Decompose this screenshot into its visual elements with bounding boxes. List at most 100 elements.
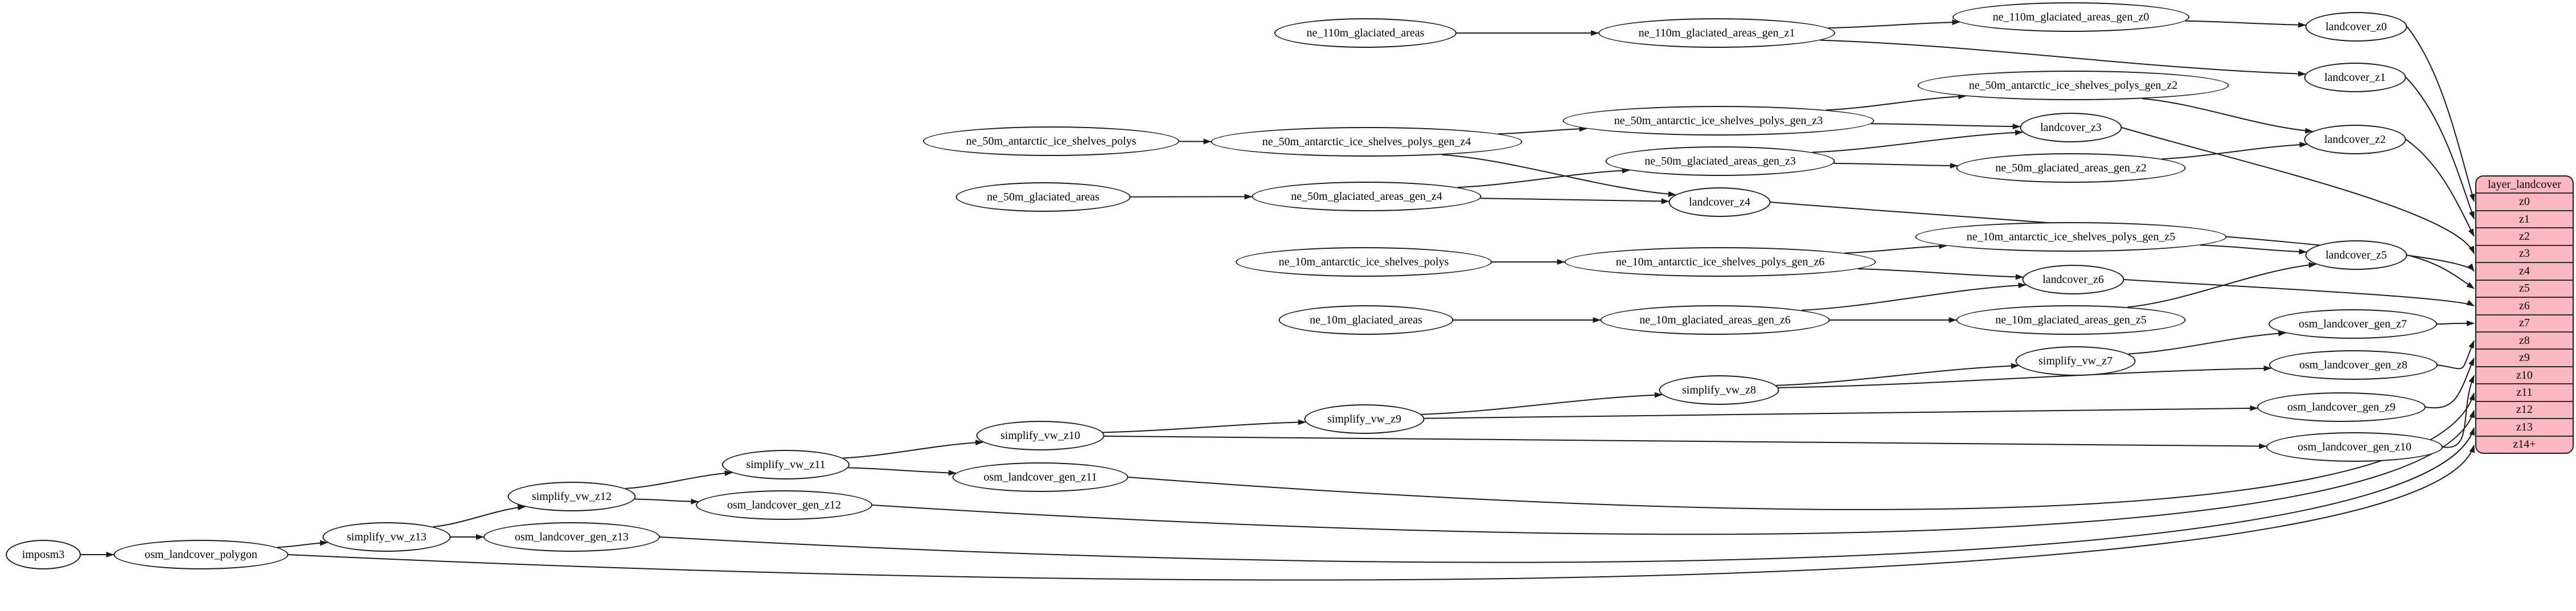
edge-osm_landcover_polygon-to-simplify_vw_z13 [277,540,328,548]
node-simplify_vw_z8: simplify_vw_z8 [1659,375,1779,405]
node-landcover_z3: landcover_z3 [2020,113,2122,142]
table-row-z11: z11 [2476,383,2573,400]
node-simplify_vw_z12: simplify_vw_z12 [507,482,636,511]
node-osm_landcover_gen_z8: osm_landcover_gen_z8 [2269,350,2438,380]
node-ne_10m_glaciated_areas_gen_z6: ne_10m_glaciated_areas_gen_z6 [1600,305,1830,335]
table-row-z14+: z14+ [2476,435,2573,453]
edge-ne_50m_antarctic_ice_shelves_polys_gen_z3-to-ne_50m_antarctic_ice_shelves_polys_gen_z2 [1826,93,1967,111]
node-ne_50m_glaciated_areas_gen_z2: ne_50m_glaciated_areas_gen_z2 [1956,153,2186,183]
node-osm_landcover_gen_z9: osm_landcover_gen_z9 [2257,392,2426,422]
edge-ne_50m_glaciated_areas_gen_z3-to-ne_50m_glaciated_areas_gen_z2 [1833,162,1958,169]
edge-osm_landcover_gen_z12-to-layer_landcover-z12 [872,409,2475,535]
node-imposm3: imposm3 [6,540,81,569]
edge-ne_50m_glaciated_areas_gen_z2-to-landcover_z2 [2161,142,2308,160]
edge-simplify_vw_z9-to-simplify_vw_z8 [1421,392,1663,415]
edge-simplify_vw_z12-to-simplify_vw_z11 [625,470,733,489]
edge-ne_10m_glaciated_areas_gen_z6-to-landcover_z6 [1801,282,2027,311]
edge-osm_landcover_gen_z9-to-layer_landcover-z9 [2425,357,2475,409]
edge-group [80,19,2475,581]
edge-ne_10m_antarctic_ice_shelves_polys_gen_z6-to-landcover_z6 [1858,268,2024,280]
node-landcover_z2: landcover_z2 [2304,125,2406,154]
node-ne_50m_antarctic_ice_shelves_polys: ne_50m_antarctic_ice_shelves_polys [923,126,1179,156]
node-osm_landcover_gen_z10: osm_landcover_gen_z10 [2266,432,2443,462]
edge-ne_10m_antarctic_ice_shelves_polys_gen_z6-to-ne_10m_antarctic_ice_shelves_polys_gen_z5 [1844,243,1947,254]
edge-osm_landcover_gen_z10-to-layer_landcover-z10 [2442,375,2475,448]
table-row-z0: z0 [2476,192,2573,210]
node-ne_110m_glaciated_areas_gen_z0: ne_110m_glaciated_areas_gen_z0 [1952,2,2189,32]
table-title: layer_landcover [2488,178,2561,191]
edge-osm_landcover_gen_z8-to-layer_landcover-z8 [2437,340,2475,370]
node-ne_50m_antarctic_ice_shelves_polys_gen_z3: ne_50m_antarctic_ice_shelves_polys_gen_z… [1562,106,1874,136]
edge-landcover_z2-to-layer_landcover-z2 [2405,139,2475,237]
edge-simplify_vw_z7-to-osm_landcover_gen_z7 [2128,330,2287,355]
node-simplify_vw_z7: simplify_vw_z7 [2015,346,2136,376]
edge-ne_50m_glaciated_areas_gen_z4-to-landcover_z4 [1480,198,1670,204]
node-ne_50m_antarctic_ice_shelves_polys_gen_z4: ne_50m_antarctic_ice_shelves_polys_gen_z… [1211,127,1523,157]
node-simplify_vw_z9: simplify_vw_z9 [1304,404,1425,434]
edge-simplify_vw_z12-to-osm_landcover_gen_z12 [634,498,699,505]
node-ne_50m_glaciated_areas_gen_z4: ne_50m_glaciated_areas_gen_z4 [1252,182,1482,211]
edge-osm_landcover_gen_z13-to-layer_landcover-z13 [659,427,2475,563]
edge-ne_10m_antarctic_ice_shelves_polys_gen_z5-to-landcover_z5 [2200,244,2307,255]
table-row-z2: z2 [2476,227,2573,244]
table-row-z4: z4 [2476,262,2573,279]
edge-ne_110m_glaciated_areas_gen_z1-to-ne_110m_glaciated_areas_gen_z0 [1828,19,1960,29]
edge-simplify_vw_z10-to-osm_landcover_gen_z10 [1104,435,2267,449]
edge-simplify_vw_z10-to-simplify_vw_z9 [1102,419,1306,433]
node-landcover_z1: landcover_z1 [2304,63,2406,92]
edge-ne_50m_antarctic_ice_shelves_polys_gen_z3-to-landcover_z3 [1871,123,2021,130]
table-row-z7: z7 [2476,314,2573,331]
node-ne_10m_glaciated_areas: ne_10m_glaciated_areas [1278,305,1454,335]
edge-osm_landcover_gen_z7-to-layer_landcover-z7 [2436,320,2475,326]
node-osm_landcover_gen_z11: osm_landcover_gen_z11 [952,462,1129,492]
edge-ne_110m_glaciated_areas_gen_z0-to-landcover_z0 [2185,20,2307,28]
node-osm_landcover_polygon: osm_landcover_polygon [113,540,289,569]
edge-simplify_vw_z11-to-simplify_vw_z10 [843,440,984,459]
node-ne_50m_antarctic_ice_shelves_polys_gen_z2: ne_50m_antarctic_ice_shelves_polys_gen_z… [1917,71,2229,100]
table-row-z1: z1 [2476,210,2573,227]
edge-landcover_z1-to-layer_landcover-z1 [2405,77,2475,220]
edge-simplify_vw_z8-to-osm_landcover_gen_z8 [1778,365,2272,388]
edge-ne_50m_glaciated_areas_gen_z4-to-ne_50m_glaciated_areas_gen_z3 [1457,167,1630,188]
edge-landcover_z3-to-layer_landcover-z3 [2122,127,2475,255]
node-landcover_z5: landcover_z5 [2305,240,2407,270]
edge-landcover_z6-to-layer_landcover-z6 [2124,279,2475,307]
edge-ne_50m_antarctic_ice_shelves_polys_gen_z4-to-ne_50m_antarctic_ice_shelves_polys_gen_z3 [1498,126,1588,135]
node-landcover_z4: landcover_z4 [1668,187,1771,217]
edge-simplify_vw_z9-to-osm_landcover_gen_z9 [1424,405,2258,419]
node-osm_landcover_gen_z13: osm_landcover_gen_z13 [483,522,660,552]
table-row-z9: z9 [2476,348,2573,366]
edge-simplify_vw_z11-to-osm_landcover_gen_z11 [848,467,957,476]
edge-ne_110m_glaciated_areas_gen_z1-to-landcover_z1 [1820,39,2306,77]
edge-ne_50m_antarctic_ice_shelves_polys_gen_z2-to-landcover_z2 [2142,98,2314,134]
table-row-z12: z12 [2476,400,2573,418]
edge-osm_landcover_polygon-to-layer_landcover-z14+ [288,444,2475,581]
edge-ne_50m_glaciated_areas_gen_z3-to-landcover_z3 [1812,129,2023,153]
node-ne_110m_glaciated_areas_gen_z1: ne_110m_glaciated_areas_gen_z1 [1598,18,1835,48]
node-ne_10m_antarctic_ice_shelves_polys: ne_10m_antarctic_ice_shelves_polys [1236,247,1492,277]
node-landcover_z6: landcover_z6 [2022,265,2124,294]
node-ne_10m_glaciated_areas_gen_z5: ne_10m_glaciated_areas_gen_z5 [1956,305,2186,335]
node-ne_50m_glaciated_areas_gen_z3: ne_50m_glaciated_areas_gen_z3 [1605,146,1835,176]
table-row-z5: z5 [2476,279,2573,297]
table-row-z13: z13 [2476,418,2573,435]
table-row-z3: z3 [2476,244,2573,262]
node-osm_landcover_gen_z7: osm_landcover_gen_z7 [2269,309,2437,339]
node-landcover_z0: landcover_z0 [2305,12,2407,42]
edge-landcover_z5-to-layer_landcover-z5 [2407,255,2475,289]
node-ne_10m_antarctic_ice_shelves_polys_gen_z5: ne_10m_antarctic_ice_shelves_polys_gen_z… [1915,222,2227,252]
node-simplify_vw_z13: simplify_vw_z13 [322,522,451,552]
table-row-z8: z8 [2476,331,2573,348]
node-osm_landcover_gen_z12: osm_landcover_gen_z12 [696,490,872,520]
edge-landcover_z0-to-layer_landcover-z0 [2406,26,2475,202]
edge-simplify_vw_z8-to-simplify_vw_z7 [1776,363,2019,386]
node-ne_50m_glaciated_areas: ne_50m_glaciated_areas [955,182,1131,212]
table-row-z6: z6 [2476,297,2573,314]
node-ne_110m_glaciated_areas: ne_110m_glaciated_areas [1274,18,1457,48]
table-row-z10: z10 [2476,366,2573,383]
node-simplify_vw_z10: simplify_vw_z10 [976,421,1105,450]
edge-simplify_vw_z13-to-simplify_vw_z12 [433,505,526,528]
